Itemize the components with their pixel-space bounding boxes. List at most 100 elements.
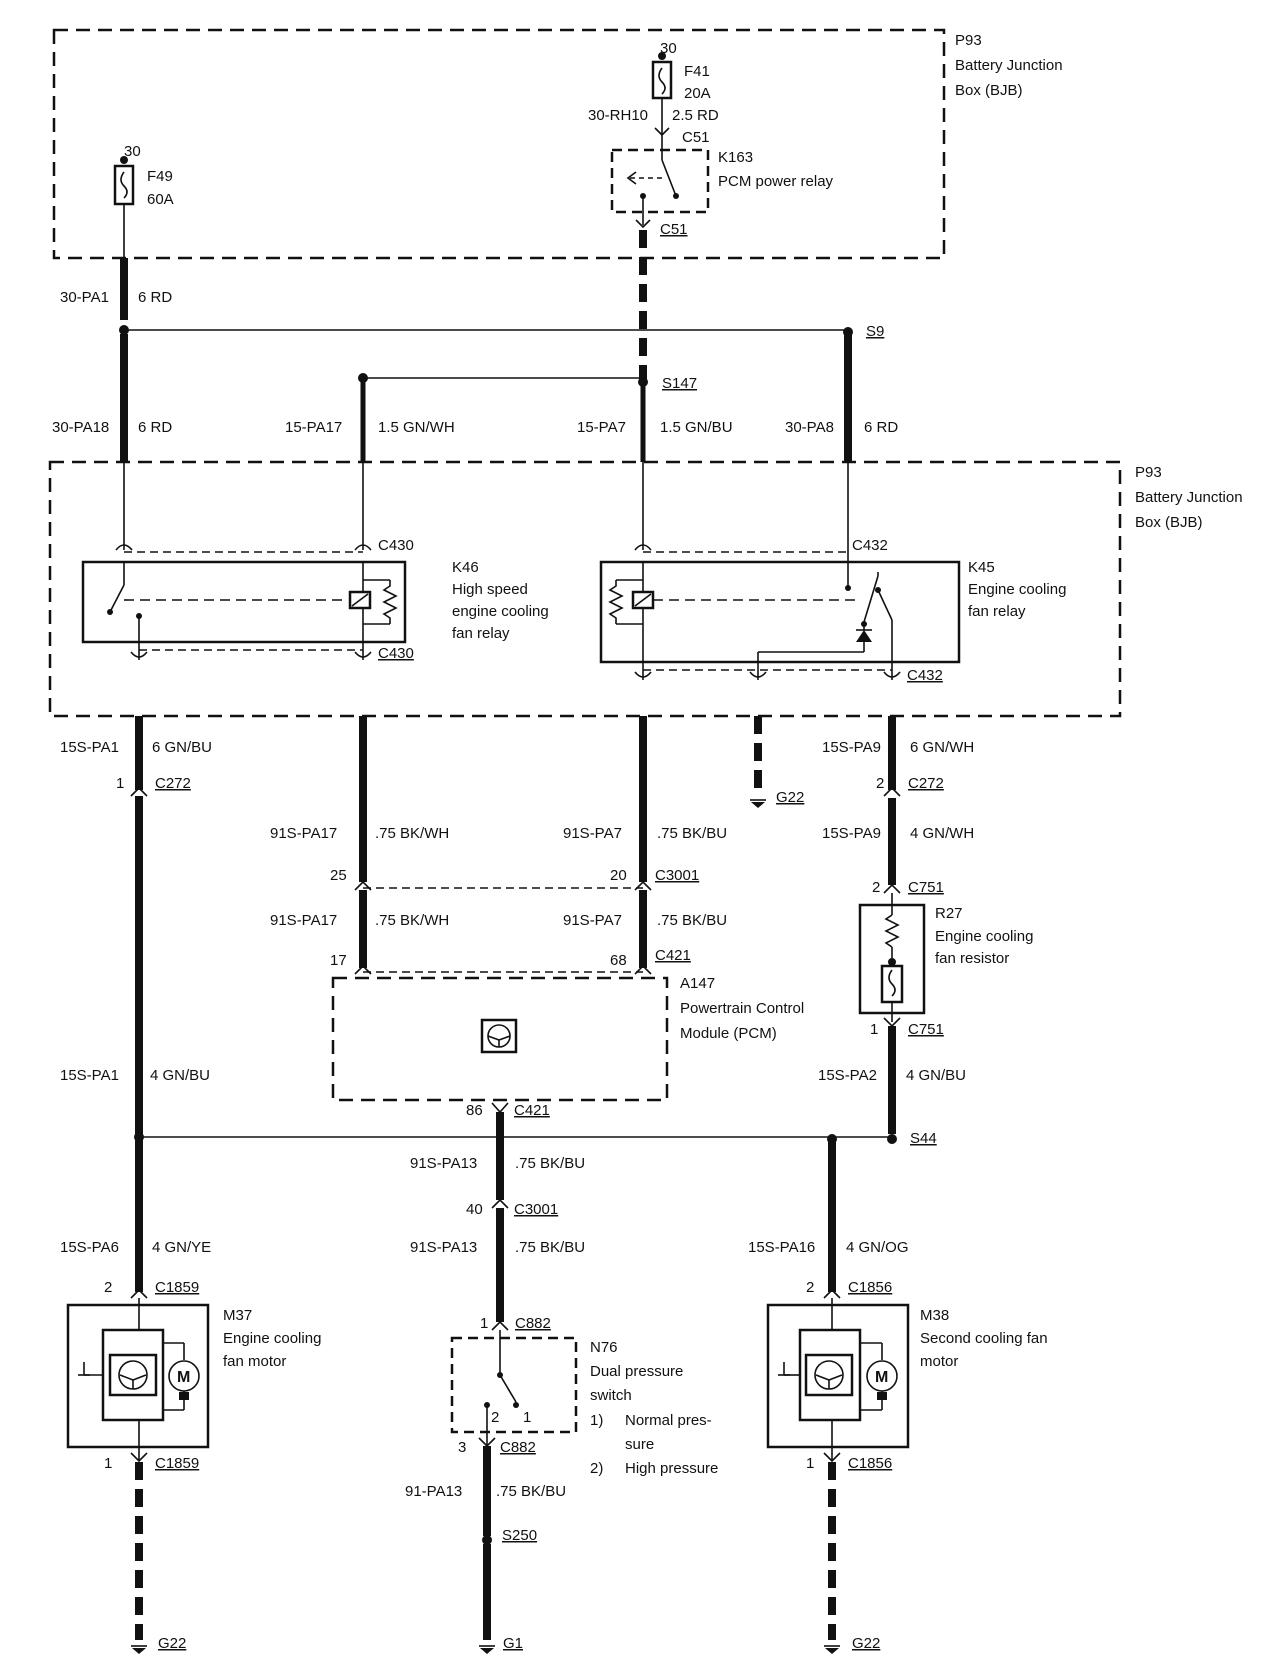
m38-motor-glyph: M bbox=[875, 1369, 888, 1386]
c3001-bottom-terminal bbox=[491, 1198, 509, 1209]
fan-motor-m38 bbox=[766, 1298, 910, 1460]
s250-label: S250 bbox=[502, 1527, 537, 1544]
m37-l2: fan motor bbox=[223, 1353, 286, 1370]
c882-top-label: C882 bbox=[515, 1315, 551, 1332]
n76-l1: Dual pressure bbox=[590, 1363, 683, 1380]
w-15spa2-circuit: 15S-PA2 bbox=[818, 1067, 877, 1084]
n76-contact2: 2 bbox=[491, 1409, 499, 1426]
relay-k45 bbox=[599, 462, 961, 680]
m38-l1: Second cooling fan bbox=[920, 1330, 1048, 1347]
c1856-pin1: 1 bbox=[806, 1455, 814, 1472]
w-30pa18-circuit: 30-PA18 bbox=[52, 419, 109, 436]
ground-symbol-g22-right bbox=[825, 1648, 839, 1654]
c421-pin17: 17 bbox=[330, 952, 347, 969]
c1856-bottom-label: C1856 bbox=[848, 1455, 892, 1472]
w-91spa7-b-circuit: 91S-PA7 bbox=[563, 912, 622, 929]
bjb-top-name2: Box (BJB) bbox=[955, 82, 1023, 99]
w-30pa18-spec: 6 RD bbox=[138, 419, 172, 436]
m38-l2: motor bbox=[920, 1353, 958, 1370]
w-91spa17-b-spec: .75 BK/WH bbox=[375, 912, 449, 929]
c751-bottom-label: C751 bbox=[908, 1021, 944, 1038]
w-15spa9-b-spec: 4 GN/WH bbox=[910, 825, 974, 842]
w-15spa1-top-circuit: 15S-PA1 bbox=[60, 739, 119, 756]
w-91spa17-a-circuit: 91S-PA17 bbox=[270, 825, 337, 842]
c3001-top-label: C3001 bbox=[655, 867, 699, 884]
c421-top-label: C421 bbox=[655, 947, 691, 964]
pcm-a147-box bbox=[331, 976, 669, 1102]
a147-l1: Powertrain Control bbox=[680, 1000, 804, 1017]
w-15pa17-spec: 1.5 GN/WH bbox=[378, 419, 455, 436]
m38-id: M38 bbox=[920, 1307, 949, 1324]
r27-l2: fan resistor bbox=[935, 950, 1009, 967]
r27-l1: Engine cooling bbox=[935, 928, 1033, 945]
bjb-mid-box bbox=[48, 460, 1122, 718]
k46-l2: engine cooling bbox=[452, 603, 549, 620]
c1856-top-terminal bbox=[823, 1288, 841, 1299]
w-91spa13-b-circuit: 91S-PA13 bbox=[410, 1239, 477, 1256]
c272-right-terminal bbox=[883, 786, 901, 797]
a147-id: A147 bbox=[680, 975, 715, 992]
bjb-mid-name: Battery Junction bbox=[1135, 489, 1243, 506]
splice-s250 bbox=[482, 1535, 492, 1545]
k45-conn-top: C432 bbox=[852, 537, 888, 554]
m37-motor-glyph: M bbox=[177, 1369, 190, 1386]
f49-id: F49 bbox=[147, 168, 173, 185]
w-30rh10-circuit: 30-RH10 bbox=[588, 107, 648, 124]
w-15spa9-a-circuit: 15S-PA9 bbox=[822, 739, 881, 756]
c751-pin1: 1 bbox=[870, 1021, 878, 1038]
c3001-pin25: 25 bbox=[330, 867, 347, 884]
fan-motor-m37 bbox=[66, 1298, 210, 1460]
n76-contact1: 1 bbox=[523, 1409, 531, 1426]
k45-conn-bottom: C432 bbox=[907, 667, 943, 684]
a147-l2: Module (PCM) bbox=[680, 1025, 777, 1042]
relay-k46 bbox=[81, 462, 407, 660]
k163-conn-top: C51 bbox=[682, 129, 710, 146]
k46-id: K46 bbox=[452, 559, 479, 576]
w-15spa2-spec: 4 GN/BU bbox=[906, 1067, 966, 1084]
c1859-top-label: C1859 bbox=[155, 1279, 199, 1296]
w-15spa9-a-spec: 6 GN/WH bbox=[910, 739, 974, 756]
w-15spa1-low-circuit: 15S-PA1 bbox=[60, 1067, 119, 1084]
w-15spa1-low-spec: 4 GN/BU bbox=[150, 1067, 210, 1084]
c1859-bottom-terminal bbox=[130, 1452, 148, 1463]
c1859-top-terminal bbox=[130, 1288, 148, 1299]
k46-conn-bottom: C430 bbox=[378, 645, 414, 662]
resistor-r27 bbox=[858, 893, 926, 1022]
c882-top-terminal bbox=[491, 1320, 509, 1331]
c421-pin68: 68 bbox=[610, 952, 627, 969]
c1856-top-label: C1856 bbox=[848, 1279, 892, 1296]
c1859-bottom-label: C1859 bbox=[155, 1455, 199, 1472]
k46-l3: fan relay bbox=[452, 625, 510, 642]
w-91spa7-a-spec: .75 BK/BU bbox=[657, 825, 727, 842]
w-15spa16-circuit: 15S-PA16 bbox=[748, 1239, 815, 1256]
s147-label: S147 bbox=[662, 375, 697, 392]
f49-rating: 60A bbox=[147, 191, 174, 208]
c882-pin1: 1 bbox=[480, 1315, 488, 1332]
ground-symbol-g22-mid bbox=[751, 802, 765, 808]
w-91pa13-circuit: 91-PA13 bbox=[405, 1483, 462, 1500]
c751-top-terminal bbox=[883, 883, 901, 894]
ground-symbol-g1 bbox=[480, 1648, 494, 1654]
k45-id: K45 bbox=[968, 559, 995, 576]
c272-left-label: C272 bbox=[155, 775, 191, 792]
w-15spa6-spec: 4 GN/YE bbox=[152, 1239, 211, 1256]
w-91spa13-b-spec: .75 BK/BU bbox=[515, 1239, 585, 1256]
w-91spa17-a-spec: .75 BK/WH bbox=[375, 825, 449, 842]
c751-top-label: C751 bbox=[908, 879, 944, 896]
c421-bottom-terminal bbox=[491, 1102, 509, 1114]
w-30pa1-circuit: 30-PA1 bbox=[60, 289, 109, 306]
n76-id: N76 bbox=[590, 1339, 618, 1356]
k163-conn-bottom: C51 bbox=[660, 221, 688, 238]
n76-note2: High pressure bbox=[625, 1460, 718, 1477]
n76-note2-num: 2) bbox=[590, 1460, 603, 1477]
g22-left: G22 bbox=[158, 1635, 186, 1652]
c421-bottom-label: C421 bbox=[514, 1102, 550, 1119]
c272-pin-right: 2 bbox=[876, 775, 884, 792]
w-15pa17-circuit: 15-PA17 bbox=[285, 419, 342, 436]
f49-term: 30 bbox=[124, 143, 141, 160]
w-15spa9-b-circuit: 15S-PA9 bbox=[822, 825, 881, 842]
splice-s44 bbox=[887, 1134, 897, 1144]
bjb-top-name: Battery Junction bbox=[955, 57, 1063, 74]
connector-c3001-top bbox=[354, 880, 652, 891]
